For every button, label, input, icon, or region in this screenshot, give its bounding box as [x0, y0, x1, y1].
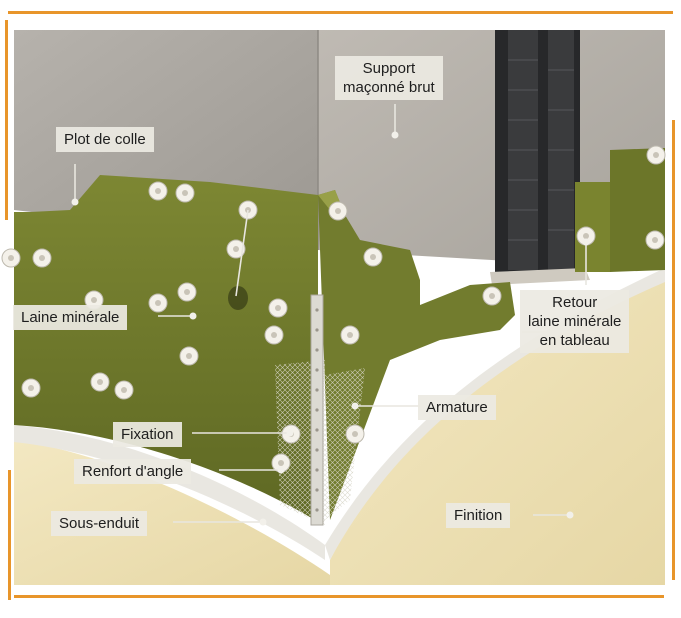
insulation-left: [14, 175, 318, 522]
label-armature: Armature: [418, 395, 496, 420]
window-shutter: [490, 30, 590, 285]
frame-top: [8, 11, 673, 14]
window-return-insulation: [575, 182, 610, 272]
base-coat-layer: [14, 425, 325, 560]
label-sous-enduit: Sous-enduit: [51, 511, 148, 536]
label-plot-de-colle: Plot de colle: [56, 127, 154, 152]
frame-right: [672, 120, 675, 580]
label-renfort-angle: Renfort d'angle: [74, 459, 192, 484]
label-finition: Finition: [446, 503, 511, 528]
insulation-right: [318, 190, 515, 520]
label-fixation: Fixation: [113, 422, 182, 447]
label-laine-minerale: Laine minérale: [13, 305, 128, 330]
frame-bottom: [14, 595, 664, 598]
frame-left-lower: [8, 470, 11, 600]
frame-left: [5, 20, 8, 220]
